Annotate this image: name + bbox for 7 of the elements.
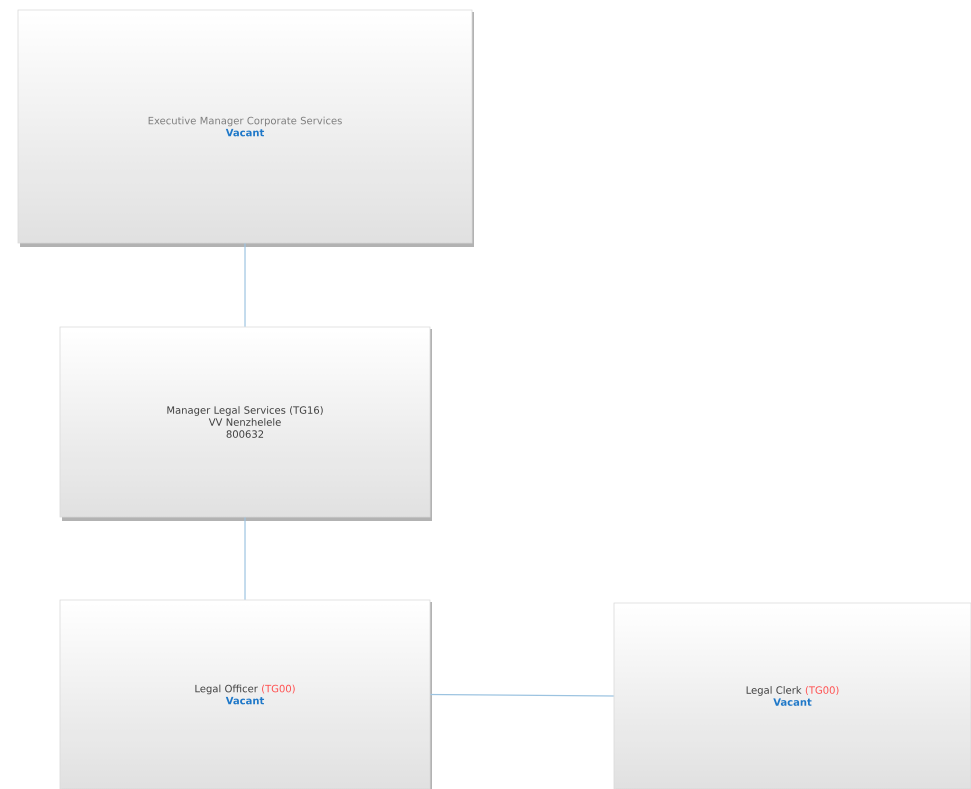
position-box: Legal Clerk (TG00) Vacant xyxy=(614,602,971,789)
connector-line xyxy=(244,517,246,600)
connector-line xyxy=(430,694,614,697)
position-box: Legal Officer (TG00) Vacant xyxy=(60,600,432,789)
position-box: Executive Manager Corporate Services Vacant xyxy=(18,10,474,247)
position-box: Manager Legal Services (TG16) VV Nenzhelele 800632 xyxy=(60,326,432,521)
connector-line xyxy=(244,243,246,327)
